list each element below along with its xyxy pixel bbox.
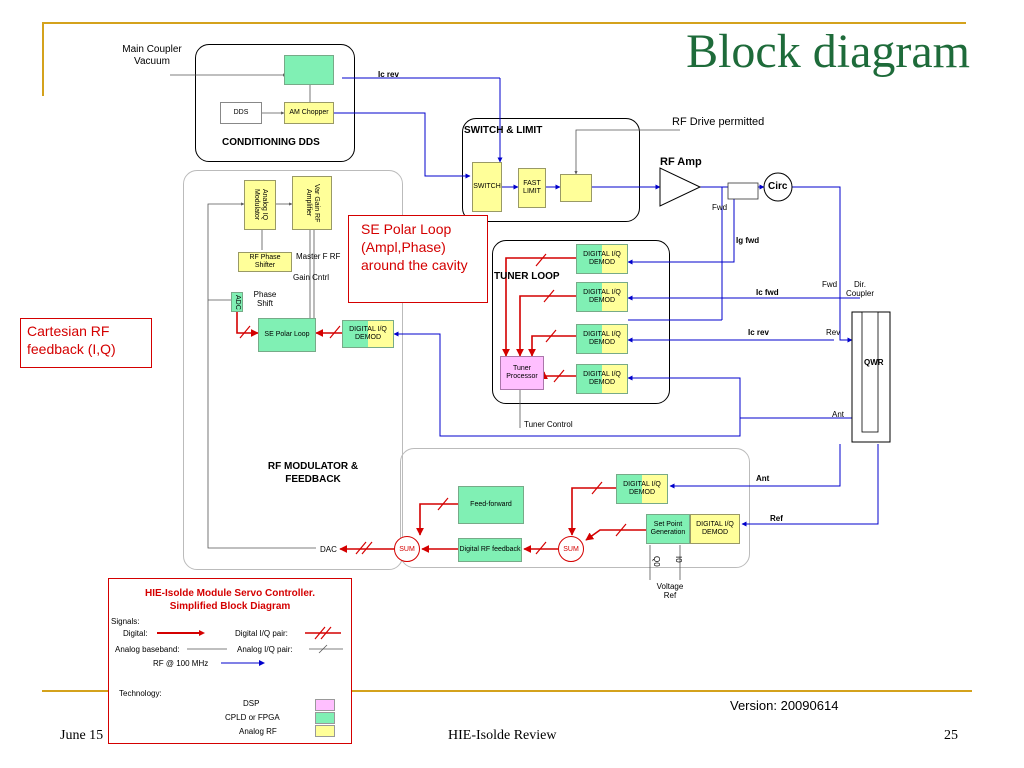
var-gain-amplifier-block: Var Gain RF Amplifier [292,176,332,230]
phase-shift-label: Phase Shift [253,290,277,308]
digital-iq-demod-3: DIGITAL I/Q DEMOD [576,324,628,354]
q0-label: Q0 [652,556,661,567]
set-point-generation-block: Set Point Generation [646,514,690,544]
tuner-processor-block: Tuner Processor [500,356,544,390]
digital-iq-demod-ant: DIGITAL I/Q DEMOD [616,474,668,504]
rf-modulator-region-lower [400,448,750,568]
rf-amp-label: RF Amp [660,156,702,168]
circ-label: Circ [768,181,788,192]
main-coupler-label: Main Coupler Vacuum [122,44,182,67]
chopper-scope-block [284,55,334,85]
voltage-ref-label: Voltage Ref [656,582,684,600]
left-rule [42,22,44,96]
i0-label: I0 [674,556,683,563]
rf-modulator-region-upper [183,170,403,570]
legend-signals: Signals: [111,617,140,626]
footer-center: HIE-Isolde Review [448,728,557,743]
qwr-label: QWR [864,358,884,367]
ant-label-1: Ant [832,410,845,419]
legend-digital-iq-pair: Digital I/Q pair: [235,629,288,638]
rf-switch-block [560,174,592,202]
adc-block: ADC [231,292,243,312]
conditioning-dds-label: CONDITIONING DDS [222,137,320,148]
ic-fwd-label: Ic fwd [756,288,779,297]
bottom-rule [42,690,972,692]
dir-coupler-label: Dir. Coupler [845,280,874,298]
rf-drive-permitted-label: RF Drive permitted [672,116,765,128]
legend-box: HIE-Isolde Module Servo Controller. Simp… [108,578,352,744]
rf-modulator-label: RF MODULATOR & FEEDBACK [267,461,359,485]
legend-dsp-swatch [315,699,335,711]
digital-rf-feedback-block: Digital RF feedback [458,538,522,562]
gain-cntrl-label: Gain Cntrl [293,273,330,282]
footer-date: June 15 [60,728,104,743]
master-f-label: Master F RF [296,252,341,261]
version-label: Version: 20090614 [730,698,839,713]
ig-fwd-label: Ig fwd [736,236,760,245]
legend-digital: Digital: [123,629,148,638]
digital-iq-demod-1: DIGITAL I/Q DEMOD [576,244,628,274]
legend-analog-rf: Analog RF [239,727,277,736]
legend-rf-100: RF @ 100 MHz [153,659,209,668]
ref-label: Ref [770,514,783,523]
digital-iq-demod-ref: DIGITAL I/Q DEMOD [690,514,740,544]
switch-limit-region [462,118,640,222]
am-chopper-block: AM Chopper [284,102,334,124]
analog-iq-modulator-block: Analog IQ Modulator [244,180,276,230]
switch-block: SWITCH [472,162,502,212]
fast-limit-block: FAST LIMIT [518,168,546,208]
conditioning-dds-region [195,44,355,162]
feed-forward-block: Feed-forward [458,486,524,524]
page-number: 25 [944,728,958,743]
se-polar-callout: SE Polar Loop (Ampl,Phase) around the ca… [348,215,488,303]
legend-dsp: DSP [243,699,260,708]
digital-iq-demod-2: DIGITAL I/Q DEMOD [576,282,628,312]
tuner-loop-region [492,240,670,404]
legend-title: HIE-Isolde Module Servo Controller. Simp… [144,588,316,612]
digital-iq-demod-se: DIGITAL I/Q DEMOD [342,320,394,348]
legend-fpga-swatch [315,712,335,724]
slide-title: Block diagram [686,25,970,78]
ic-rev-top-label: Ic rev [378,70,399,79]
tuner-control-label: Tuner Control [524,420,573,429]
rev-label: Rev [826,328,841,337]
sum-node-left: SUM [394,536,420,562]
top-rule [42,22,966,24]
se-polar-loop-block: SE Polar Loop [258,318,316,352]
legend-analog-baseband: Analog baseband: [115,645,180,654]
legend-cpld: CPLD or FPGA [225,713,280,722]
fwd-label-2: Fwd [822,280,838,289]
ic-rev-label: Ic rev [748,328,769,337]
tuner-loop-label: TUNER LOOP [494,271,560,282]
legend-analog-rf-swatch [315,725,335,737]
cartesian-callout: Cartesian RF feedback (I,Q) [20,318,152,368]
dac-label: DAC [320,545,337,554]
fwd-label-1: Fwd [712,203,728,212]
ant-label-2: Ant [756,474,770,483]
sum-node-right: SUM [558,536,584,562]
dds-block: DDS [220,102,262,124]
digital-iq-demod-4: DIGITAL I/Q DEMOD [576,364,628,394]
switch-limit-label: SWITCH & LIMIT [464,125,543,136]
legend-line-samples [157,626,343,666]
legend-technology: Technology: [119,689,162,698]
legend-analog-iq-pair: Analog I/Q pair: [237,645,293,654]
rf-phase-shifter-block: RF Phase Shifter [238,252,292,272]
